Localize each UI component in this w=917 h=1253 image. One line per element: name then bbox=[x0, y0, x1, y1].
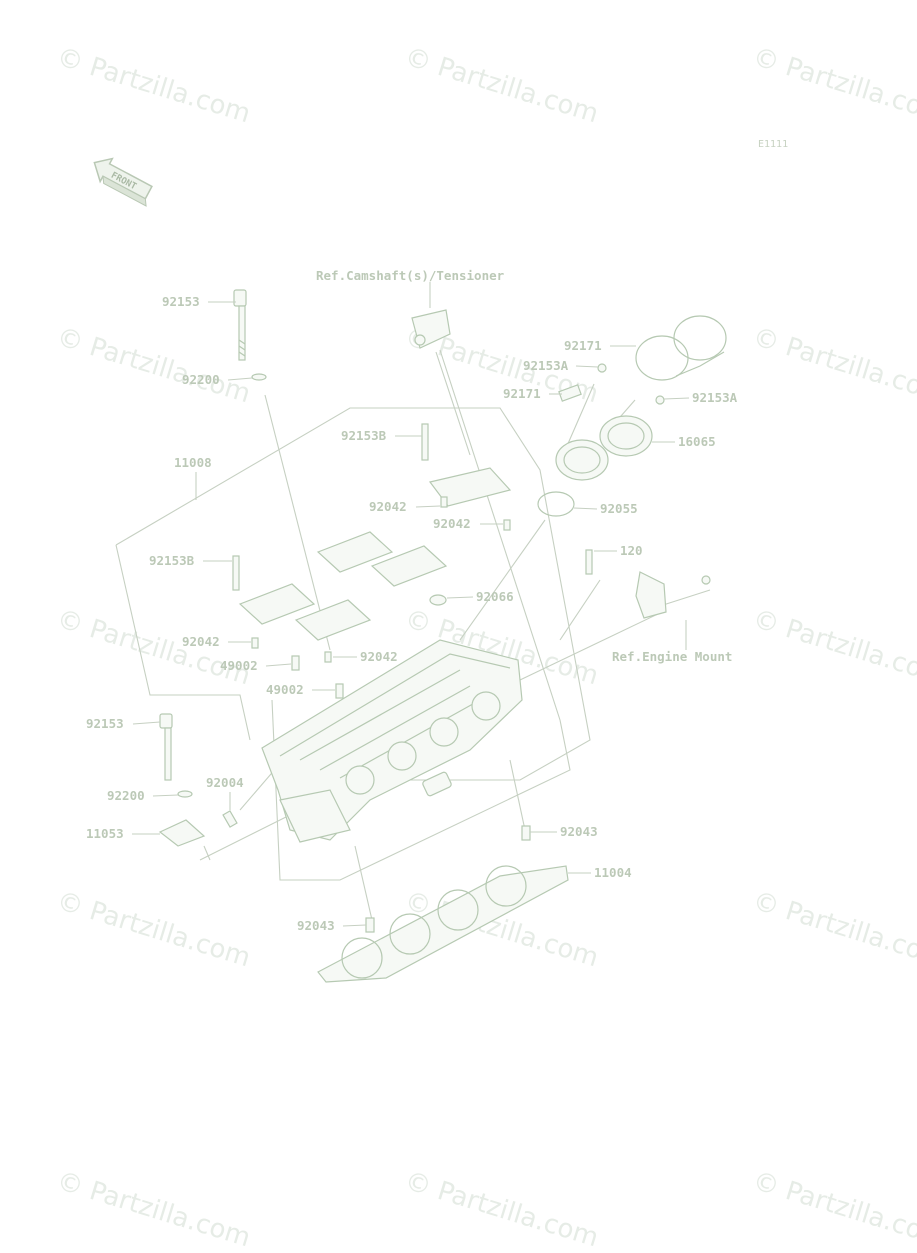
part-label: 92171 bbox=[503, 386, 541, 401]
part-label: 92153A bbox=[523, 358, 569, 373]
cam-caps bbox=[238, 467, 512, 641]
part-label: 92200 bbox=[107, 788, 145, 803]
part-label: 49002 bbox=[220, 658, 258, 673]
part-label: 92042 bbox=[182, 634, 220, 649]
exploded-view: E1111 FRONT Ref.Camshaft(s)/Tensioner Re… bbox=[86, 139, 788, 983]
part-label: 11008 bbox=[174, 455, 212, 470]
washer-92200-low bbox=[177, 790, 193, 798]
part-label: 92171 bbox=[564, 338, 602, 353]
part-label: 92153A bbox=[692, 390, 738, 405]
engine-mount-bracket bbox=[635, 571, 711, 619]
figure-code: E1111 bbox=[758, 139, 788, 150]
head-gasket-11004 bbox=[317, 865, 569, 983]
part-label: 92004 bbox=[206, 775, 244, 790]
part-label: 11004 bbox=[594, 865, 632, 880]
bracket-11053 bbox=[158, 819, 206, 847]
bolt-92153-top bbox=[233, 289, 247, 361]
ref-engine-mount-label: Ref.Engine Mount bbox=[612, 649, 732, 664]
part-label: 92042 bbox=[369, 499, 407, 514]
part-label: 49002 bbox=[266, 682, 304, 697]
part-label: 92042 bbox=[433, 516, 471, 531]
part-label: 92055 bbox=[600, 501, 638, 516]
intake-holders bbox=[537, 315, 727, 517]
part-label: 92043 bbox=[560, 824, 598, 839]
front-arrow-icon: FRONT bbox=[93, 157, 153, 207]
part-label: 92153B bbox=[149, 553, 195, 568]
part-label: 120 bbox=[620, 543, 643, 558]
part-label: 11053 bbox=[86, 826, 124, 841]
part-label: 92043 bbox=[297, 918, 335, 933]
part-label: 92153 bbox=[162, 294, 200, 309]
washer-92200-top bbox=[251, 373, 267, 381]
callouts: 92153 92200 11008 92153B 92042 92042 921… bbox=[86, 294, 738, 933]
part-label: 92066 bbox=[476, 589, 514, 604]
part-label: 92153 bbox=[86, 716, 124, 731]
bolt-92153-low bbox=[159, 713, 173, 781]
cylinder-head bbox=[261, 639, 523, 843]
part-label: 16065 bbox=[678, 434, 716, 449]
plug-92004 bbox=[222, 810, 238, 828]
part-label: 92200 bbox=[182, 372, 220, 387]
ref-camshaft-label: Ref.Camshaft(s)/Tensioner bbox=[316, 268, 505, 283]
dowels bbox=[232, 423, 593, 933]
part-label: 92153B bbox=[341, 428, 387, 443]
part-label: 92042 bbox=[360, 649, 398, 664]
tensioner-bracket bbox=[411, 309, 451, 349]
parts-diagram: © Partzilla.com © Partzilla.com © Partzi… bbox=[53, 42, 917, 1253]
